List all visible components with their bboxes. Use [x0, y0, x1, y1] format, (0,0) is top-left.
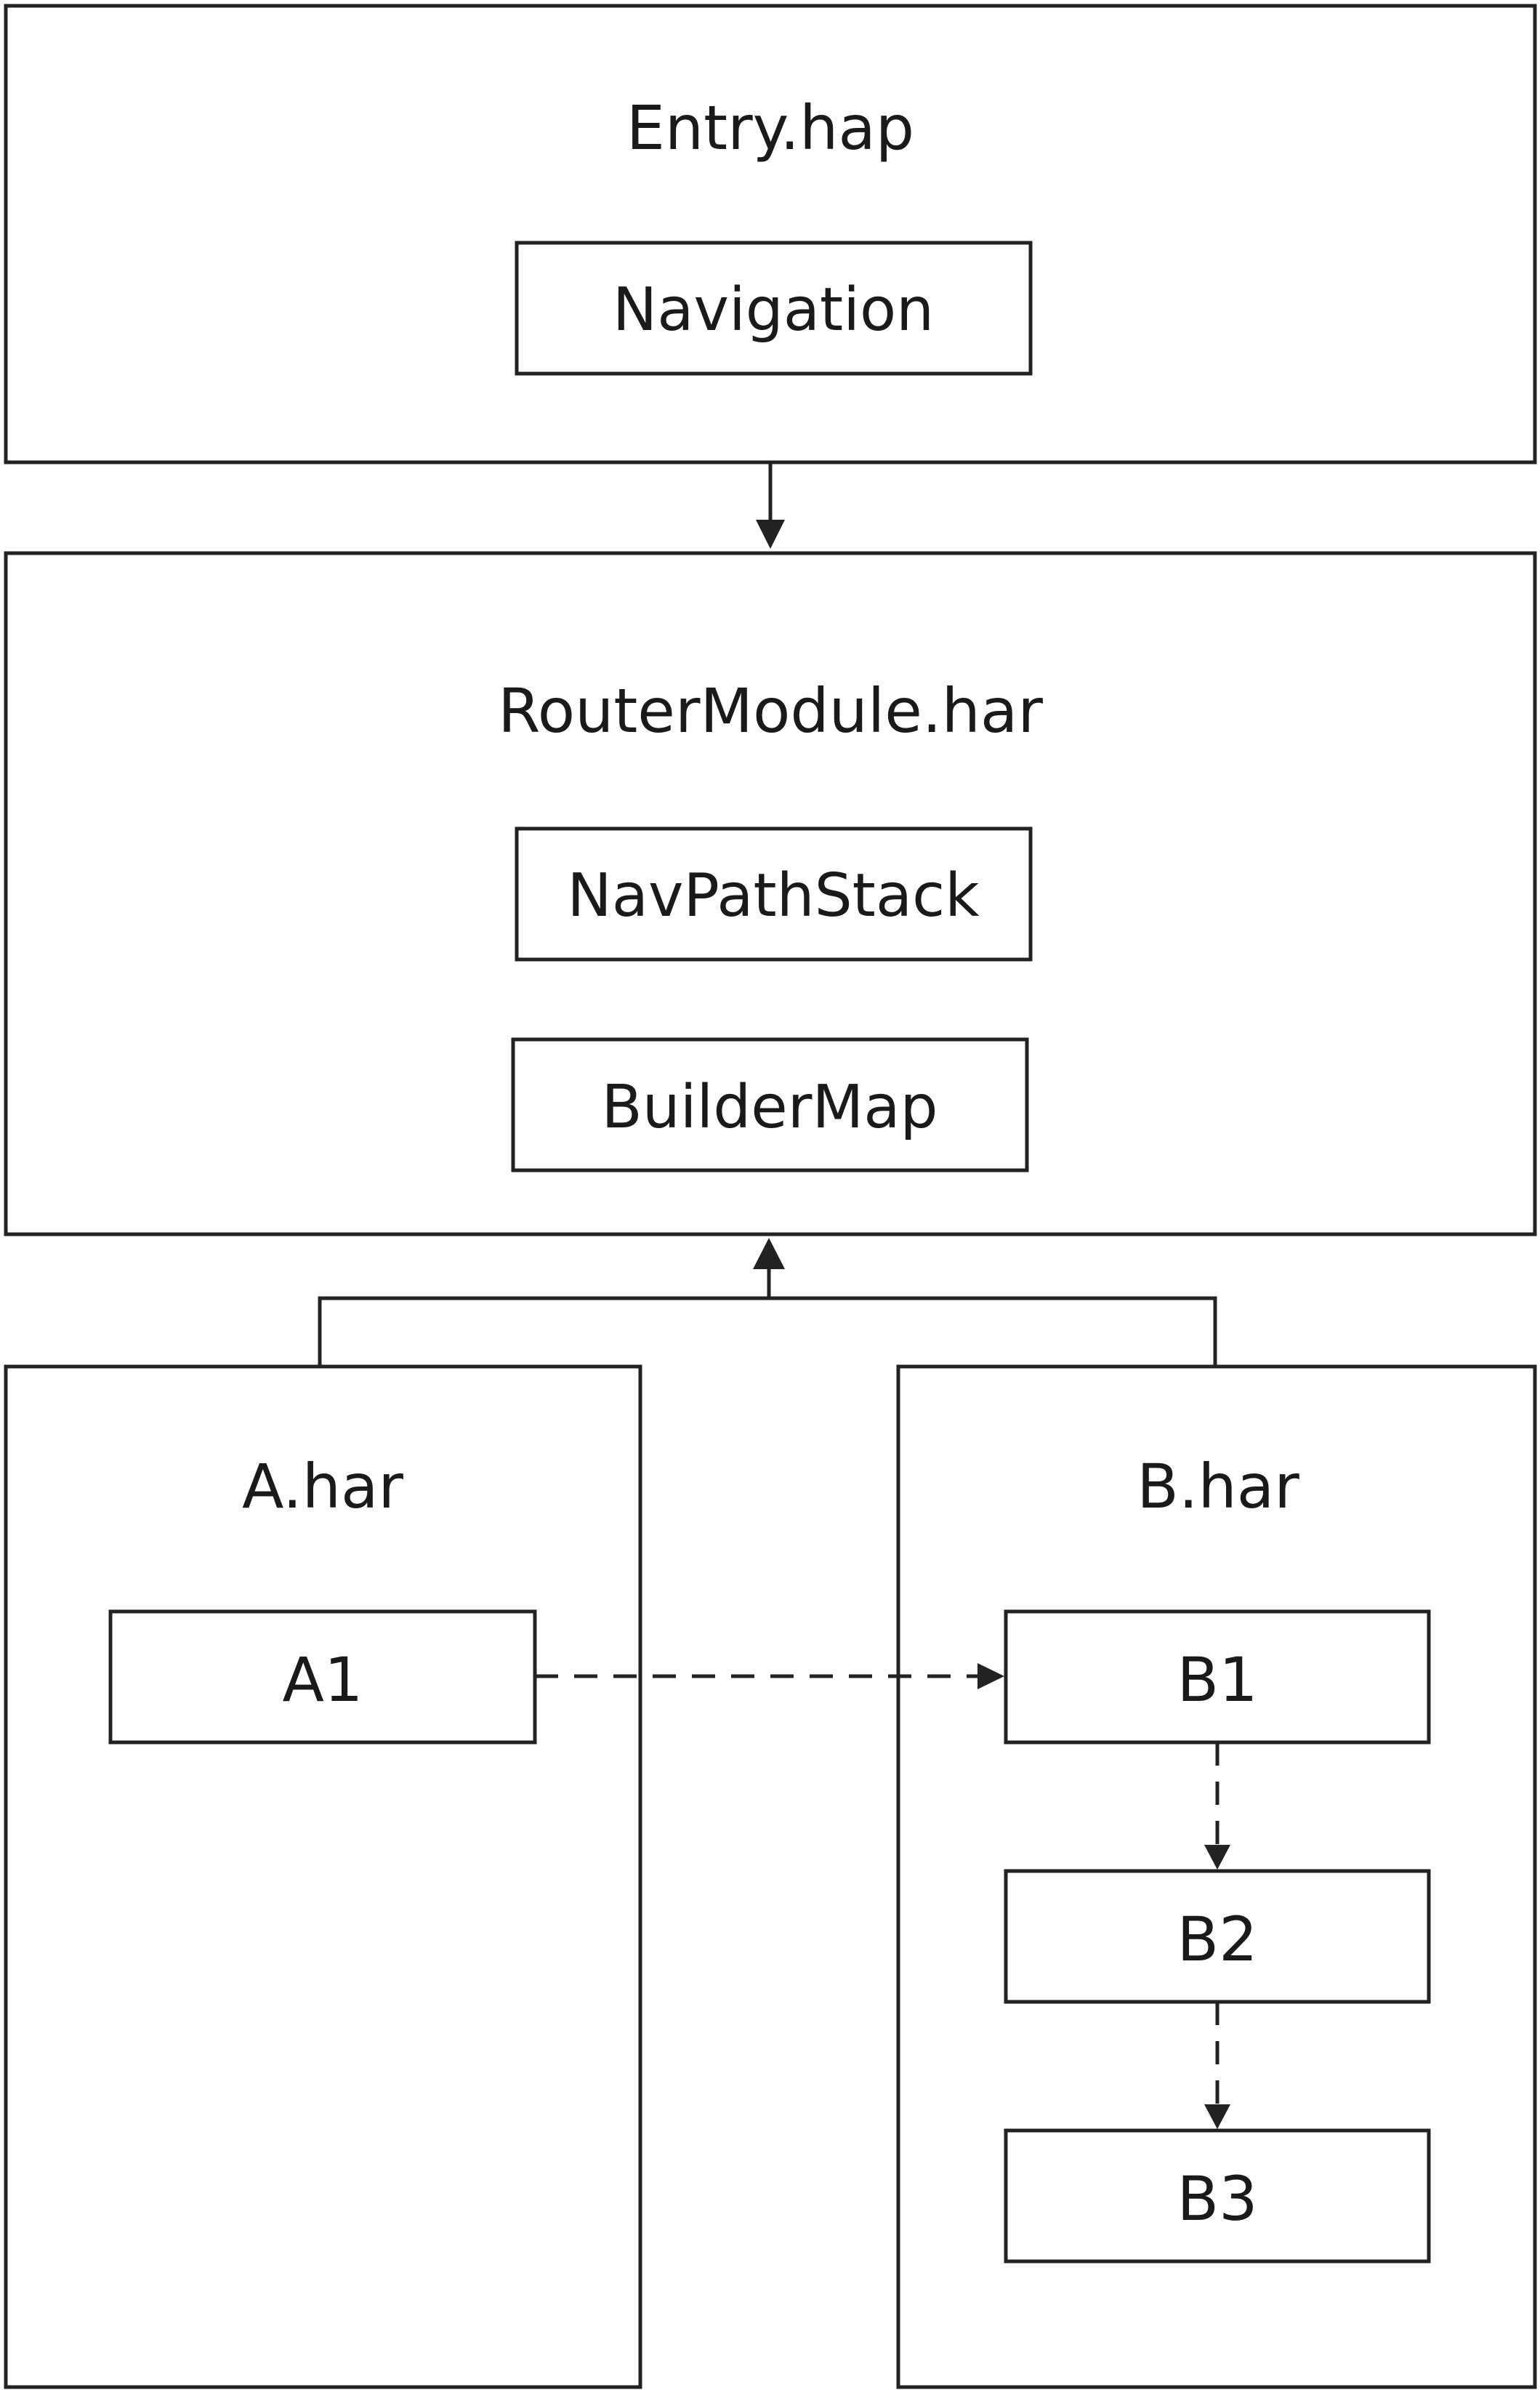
har-to-router-connector	[318, 1238, 1217, 1365]
navpathstack-label: NavPathStack	[567, 861, 980, 930]
b2-label: B2	[1177, 1904, 1257, 1975]
navigation-box	[515, 241, 1033, 376]
b-har-title: B.har	[1137, 1451, 1299, 1522]
a-har-container	[4, 1364, 642, 2389]
b2-to-b3-dashed-arrow	[1204, 2002, 1230, 2129]
buildermap-label: BuilderMap	[601, 1073, 938, 1142]
arrowhead-down	[756, 520, 785, 549]
a-har-module: A.har A1	[4, 1364, 642, 2389]
arrowhead-up	[753, 1238, 785, 1269]
b1-to-b2-dashed-arrow	[1204, 1742, 1230, 1870]
a1-to-b1-dashed-arrow	[535, 1663, 1004, 1689]
router-module-title: RouterModule.har	[498, 675, 1043, 747]
router-module-har: RouterModule.har NavPathStack BuilderMap	[4, 551, 1537, 1236]
a-har-title: A.har	[242, 1451, 403, 1522]
buildermap-box	[511, 1037, 1029, 1172]
b3-box	[1004, 2128, 1431, 2264]
navigation-label: Navigation	[613, 275, 934, 345]
a1-box	[108, 1609, 537, 1745]
entry-hap-container	[4, 4, 1537, 464]
b-har-module: B.har B1 B2 B3	[896, 1364, 1537, 2389]
arrowhead-down	[1204, 2104, 1230, 2129]
b1-label: B1	[1177, 1644, 1257, 1715]
arrowhead-down	[1204, 1845, 1230, 1870]
entry-hap-module: Entry.hap Navigation	[4, 4, 1537, 464]
arrowhead-right	[977, 1663, 1004, 1689]
a1-label: A1	[283, 1644, 363, 1715]
b3-label: B3	[1177, 2163, 1257, 2234]
navpathstack-box	[515, 826, 1033, 962]
entry-hap-title: Entry.hap	[626, 92, 914, 164]
entry-to-router-arrow	[756, 462, 785, 549]
